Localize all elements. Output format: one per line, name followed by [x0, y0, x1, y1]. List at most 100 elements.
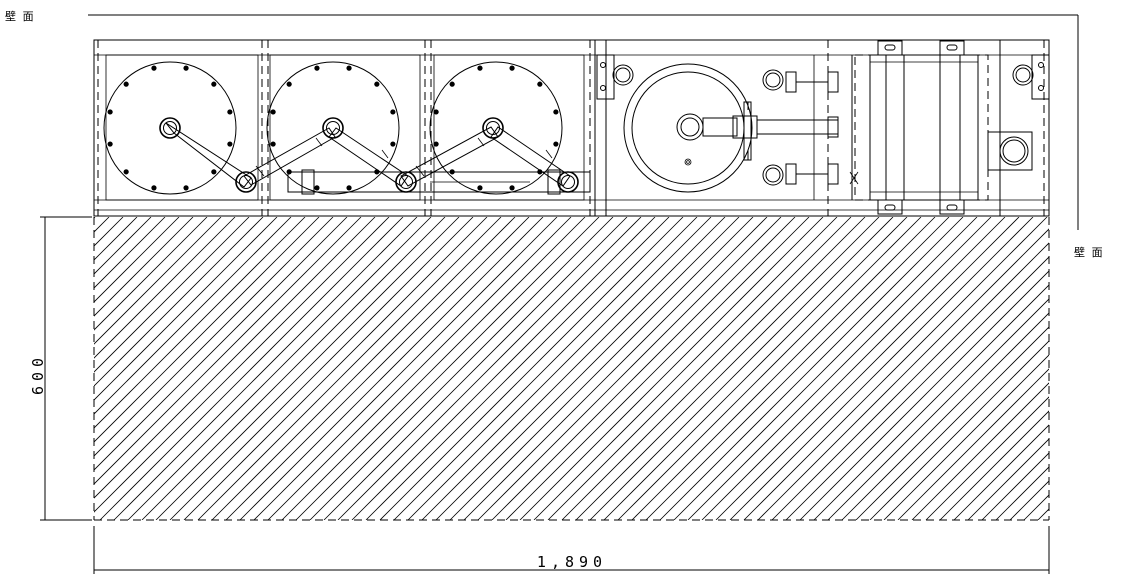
- valve: [482, 117, 504, 139]
- hatch-line: [197, 217, 502, 520]
- bolt-hole: [151, 185, 157, 191]
- hatch-line: [659, 217, 964, 520]
- hatch-line: [183, 217, 488, 520]
- hatch-line: [365, 217, 670, 520]
- bolt-hole: [553, 141, 559, 147]
- hatch-line: [519, 217, 824, 520]
- hatch-line: [94, 217, 306, 429]
- hatch-line: [771, 242, 1049, 520]
- hatch-line: [855, 326, 1049, 520]
- hatch-line: [113, 217, 418, 520]
- bolt-hole: [346, 65, 352, 71]
- bolt-hole: [151, 65, 157, 71]
- bolt-hole: [390, 109, 396, 115]
- hatch-line: [813, 284, 1049, 520]
- valve: [322, 117, 344, 139]
- hatch-line: [94, 217, 110, 233]
- bolt-hole: [374, 81, 380, 87]
- hatch-line: [94, 217, 180, 303]
- bolt-hole: [433, 109, 439, 115]
- bolt-hole: [183, 185, 189, 191]
- hatch-line: [94, 217, 208, 331]
- hatch-line: [239, 217, 544, 520]
- bolt-hole: [270, 141, 276, 147]
- hatch-line: [141, 217, 446, 520]
- bolt-hole: [537, 81, 543, 87]
- dimension-depth-label: 600: [29, 353, 47, 395]
- hatch-line: [617, 217, 922, 520]
- hatch-line: [435, 217, 740, 520]
- filter-tank-3: [429, 61, 563, 195]
- bolt-hole: [270, 109, 276, 115]
- strainer-tank: [623, 63, 753, 193]
- bolt-hole: [477, 65, 483, 71]
- hatch-line: [925, 396, 1049, 520]
- bolt-hole: [509, 185, 515, 191]
- bolt-hole: [390, 141, 396, 147]
- hatch-line: [94, 217, 348, 471]
- wall-lines: [88, 14, 1079, 230]
- wall-label-top: 壁 面: [5, 9, 34, 23]
- hatch-line: [645, 217, 950, 520]
- filter-tank-1: [103, 61, 237, 195]
- hatch-line: [1009, 480, 1049, 520]
- hatch-line: [687, 217, 992, 520]
- valve-inner: [399, 175, 413, 189]
- hatch-line: [94, 217, 96, 219]
- hatch-line: [981, 452, 1049, 520]
- hatch-line: [743, 217, 1048, 520]
- hatch-line: [869, 340, 1049, 520]
- hatch-line: [407, 217, 712, 520]
- hatch-line: [421, 217, 726, 520]
- bolt-hole: [227, 109, 233, 115]
- hatch-line: [281, 217, 586, 520]
- hatch-line: [0, 217, 11, 520]
- hatch-line: [295, 217, 600, 520]
- hatch-line: [701, 217, 1006, 520]
- hatch-line: [94, 217, 250, 373]
- bolt-hole: [553, 109, 559, 115]
- hatch-line: [897, 368, 1049, 520]
- wall-label-right: 壁 面: [1074, 245, 1103, 259]
- bolt-hole: [477, 185, 483, 191]
- valve-inner: [486, 121, 500, 135]
- hatch-line: [1037, 508, 1049, 520]
- bolt-hole: [449, 81, 455, 87]
- hatch-line: [715, 217, 1020, 520]
- bolt-hole: [123, 169, 129, 175]
- hatch-line: [267, 217, 572, 520]
- heater-box: [854, 40, 1050, 215]
- bolt-hole: [346, 185, 352, 191]
- hatch-line: [94, 217, 152, 275]
- bolt-hole: [433, 141, 439, 147]
- hatch-line: [225, 217, 530, 520]
- hatch-line: [757, 228, 1049, 520]
- hatch-line: [477, 217, 782, 520]
- maintenance-area: [0, 217, 1050, 521]
- hatch-line: [561, 217, 866, 520]
- hatch-line: [603, 217, 908, 520]
- dimension-width: [93, 526, 1050, 574]
- bolt-hole: [509, 65, 515, 71]
- hatch-line: [995, 466, 1049, 520]
- hatch-line: [827, 298, 1049, 520]
- hatch-line: [94, 217, 222, 345]
- hatch-line: [533, 217, 838, 520]
- hatch-line: [785, 256, 1049, 520]
- bolt-hole: [107, 141, 113, 147]
- valve-inner: [163, 121, 177, 135]
- valve-inner: [561, 175, 575, 189]
- hatch-line: [94, 217, 194, 317]
- hatch-line: [337, 217, 642, 520]
- valve: [235, 171, 257, 193]
- hatch-line: [953, 424, 1049, 520]
- hatch-line: [169, 217, 474, 520]
- hatch-line: [589, 217, 894, 520]
- hatch-line: [323, 217, 628, 520]
- bolt-hole: [183, 65, 189, 71]
- bolt-hole: [211, 169, 217, 175]
- hatch-line: [309, 217, 614, 520]
- hatch-line: [449, 217, 754, 520]
- hatch-line: [939, 410, 1049, 520]
- valves: [159, 117, 579, 193]
